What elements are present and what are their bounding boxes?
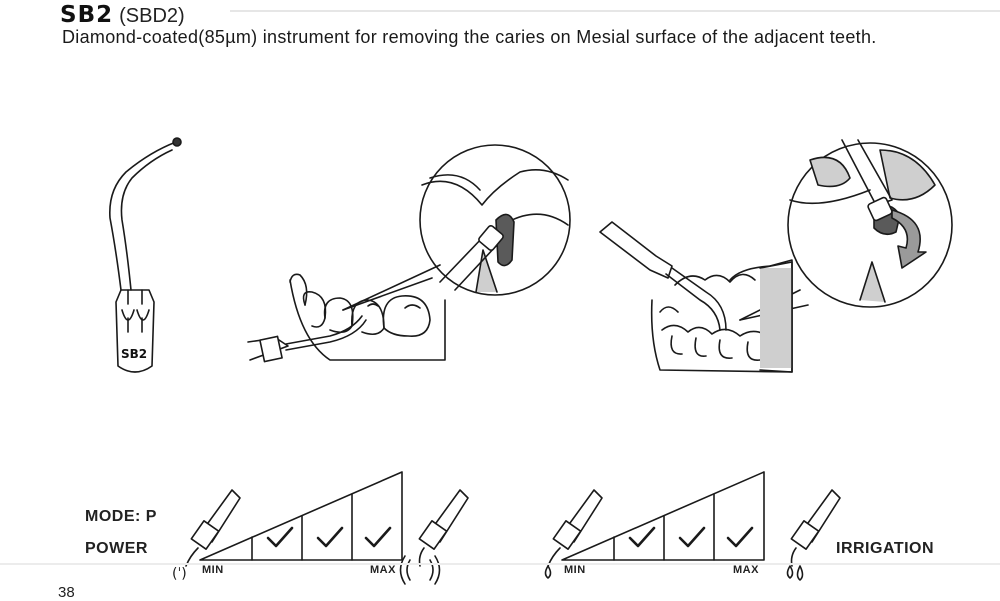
tip-engraving-label: SB2 [121, 347, 148, 361]
instrument-code: SB2 [60, 2, 114, 28]
footer-divider [0, 563, 1000, 565]
page-number: 38 [58, 584, 75, 601]
sb2-tip-drawing [109, 137, 182, 373]
irrigation-label: IRRIGATION [836, 540, 935, 557]
power-label: POWER [85, 540, 148, 557]
irrigation-max-label: MAX [733, 564, 759, 576]
scene-lower-jaw [247, 144, 571, 363]
mode-label: MODE: P [85, 508, 157, 525]
svg-text:(ˈ): (ˈ) [172, 566, 187, 582]
power-min-label: MIN [202, 564, 224, 576]
scene-open-mouth [599, 139, 953, 373]
instrument-alias: (SBD2) [119, 5, 185, 27]
page-title: SB2 (SBD2) [60, 2, 185, 28]
power-setting-graphic: (ˈ) [172, 471, 469, 585]
title-divider [230, 10, 1000, 12]
irrigation-setting-graphic [544, 471, 841, 581]
instrument-description: Diamond-coated(85µm) instrument for remo… [62, 27, 877, 47]
irrigation-min-label: MIN [564, 564, 586, 576]
power-max-label: MAX [370, 564, 396, 576]
